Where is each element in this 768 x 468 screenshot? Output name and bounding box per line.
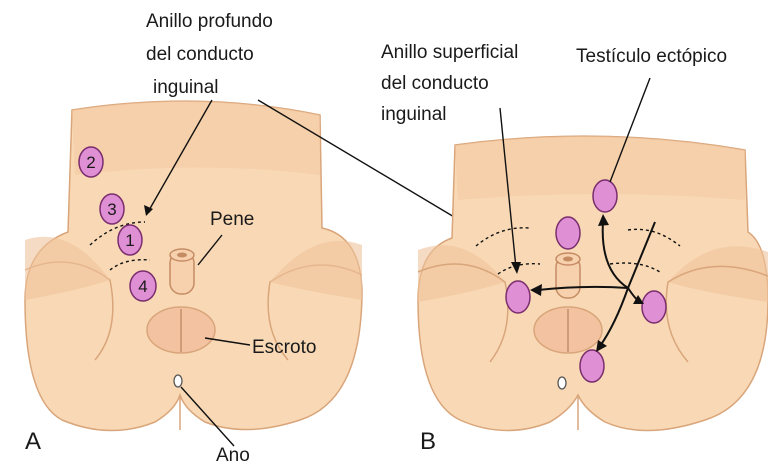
superficial-ring-label-line3: inguinal [381,104,447,125]
panel-a: 2 3 1 4 Anillo profundo del conducto ing… [25,11,362,466]
penis-label: Pene [210,209,254,230]
panel-b-letter: B [420,428,436,455]
deep-ring-label-line1: Anillo profundo [146,11,273,32]
svg-text:1: 1 [125,231,134,250]
panel-a-letter: A [25,428,41,455]
panel-a-penis-meatus [177,253,187,258]
svg-text:4: 4 [138,277,147,296]
panel-b-anus [558,377,566,389]
deep-ring-label-line3: inguinal [153,77,219,98]
ectopic-testis-left [506,281,530,313]
scrotum-label: Escroto [252,337,316,358]
superficial-ring-label-line2: del conducto [381,73,489,94]
ectopic-testis-upper [593,180,617,212]
anus-label: Ano [216,445,250,466]
superficial-ring-label-line1: Anillo superficial [381,42,518,63]
ectopic-testis-right [642,291,666,323]
position-1: 1 [118,225,142,255]
panel-a-torso-shade [72,101,320,175]
ectopic-testis-middle [556,217,580,249]
position-3: 3 [100,194,124,224]
ectopic-testis-lower [580,350,604,382]
panel-b-penis-meatus [563,257,573,262]
deep-ring-label-line2: del conducto [146,44,254,65]
position-2: 2 [79,147,103,177]
panel-a-anus [174,375,182,387]
panel-b: Anillo superficial del conducto inguinal… [381,42,768,455]
svg-text:2: 2 [86,153,95,172]
position-4: 4 [130,271,156,301]
svg-text:3: 3 [107,200,116,219]
ectopic-testis-label: Testículo ectópico [576,46,727,67]
